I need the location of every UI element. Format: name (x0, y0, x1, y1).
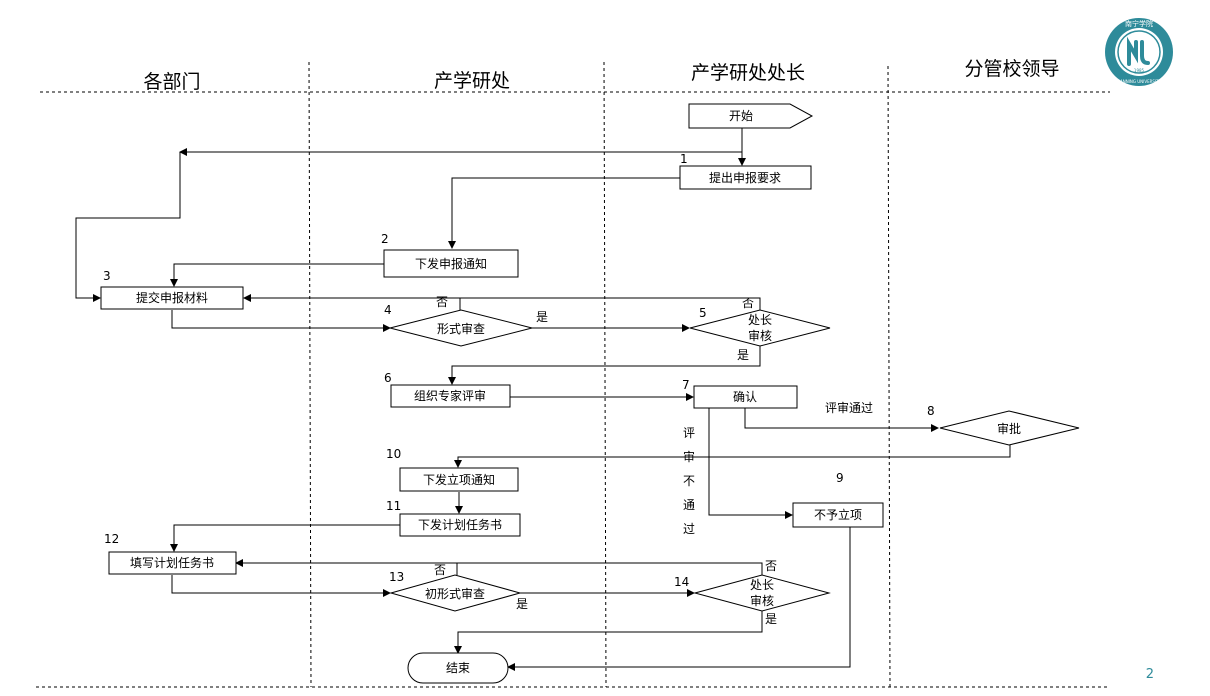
edge-label-review-failed: 过 (683, 522, 695, 536)
edge-label-yes: 是 (765, 612, 777, 626)
svg-text:审核: 审核 (748, 328, 772, 343)
step-number: 2 (381, 232, 389, 246)
svg-text:审核: 审核 (750, 593, 774, 608)
node-issue-notice: 下发申报通知 (383, 249, 519, 278)
step-number: 7 (682, 378, 690, 392)
page-number: 2 (1145, 667, 1154, 682)
edge-label-review-failed: 评 (683, 426, 695, 440)
node-approval: 审批 (939, 410, 1080, 446)
node-director-review-2: 处长 审核 (693, 574, 831, 612)
svg-text:下发立项通知: 下发立项通知 (423, 472, 495, 487)
node-submit-requirements: 提出申报要求 (679, 165, 812, 190)
svg-text:填写计划任务书: 填写计划任务书 (130, 555, 214, 570)
step-number: 10 (386, 447, 401, 461)
lane-title-school-leader: 分管校领导 (964, 58, 1059, 80)
lane-title-office-director: 产学研处处长 (691, 62, 805, 84)
lane-title-departments: 各部门 (143, 71, 200, 93)
svg-text:不予立项: 不予立项 (814, 507, 862, 522)
svg-text:下发计划任务书: 下发计划任务书 (418, 517, 502, 532)
svg-text:提出申报要求: 提出申报要求 (709, 170, 781, 185)
swimlane-grid (36, 61, 1110, 688)
edge-label-yes: 是 (737, 348, 749, 362)
node-start: 开始 (688, 103, 814, 129)
svg-text:形式审查: 形式审查 (437, 321, 485, 336)
node-formal-review: 形式审查 (389, 309, 533, 347)
edge-label-review-passed: 评审通过 (825, 400, 873, 415)
svg-text:下发申报通知: 下发申报通知 (415, 256, 487, 271)
svg-text:处长: 处长 (748, 313, 772, 327)
edge-label-no: 否 (436, 295, 448, 309)
svg-text:南宁学院: 南宁学院 (1125, 19, 1153, 28)
node-issue-task-book: 下发计划任务书 (399, 513, 521, 537)
node-end: 结束 (407, 652, 509, 684)
step-number: 5 (699, 306, 707, 320)
edge-labels: 否 是 否 是 评审通过 评 审 不 通 过 否 是 否 是 (434, 295, 873, 626)
step-number: 9 (836, 471, 844, 485)
edge-label-review-failed: 不 (683, 474, 695, 488)
node-expert-review: 组织专家评审 (390, 384, 511, 408)
step-number: 11 (386, 499, 401, 513)
svg-text:审批: 审批 (997, 421, 1021, 436)
lane-title-research-office: 产学研处 (434, 70, 510, 92)
node-fill-task-book: 填写计划任务书 (108, 551, 237, 575)
step-number: 1 (680, 152, 688, 166)
svg-text:结束: 结束 (446, 661, 470, 675)
svg-text:提交申报材料: 提交申报材料 (136, 290, 208, 305)
svg-text:开始: 开始 (729, 109, 753, 123)
step-number: 6 (384, 371, 392, 385)
svg-text:初形式审查: 初形式审查 (425, 586, 485, 601)
step-number: 3 (103, 269, 111, 283)
edge-label-no: 否 (434, 563, 446, 577)
edge-label-review-failed: 审 (683, 449, 695, 464)
edge-label-review-failed: 通 (683, 498, 695, 512)
edge-label-no: 否 (742, 296, 754, 310)
step-number: 8 (927, 404, 935, 418)
step-number: 14 (674, 575, 689, 589)
node-initial-formal-review: 初形式审查 (389, 574, 522, 612)
node-submit-materials: 提交申报材料 (100, 286, 244, 310)
node-issue-approval-notice: 下发立项通知 (399, 467, 519, 492)
connectors (75, 128, 1011, 671)
step-number: 13 (389, 570, 404, 584)
node-confirm: 确认 (693, 385, 798, 409)
edge-label-yes: 是 (536, 310, 548, 324)
edge-label-no: 否 (765, 559, 777, 573)
svg-text:1985: 1985 (1134, 68, 1145, 73)
svg-text:确认: 确认 (733, 390, 757, 404)
svg-text:NANNING UNIVERSITY: NANNING UNIVERSITY (1117, 79, 1162, 84)
svg-text:组织专家评审: 组织专家评审 (414, 388, 486, 403)
step-number: 12 (104, 532, 119, 546)
node-director-review-1: 处长 审核 (689, 309, 831, 347)
step-numbers: 1 2 3 4 5 6 7 8 9 10 11 12 13 14 (103, 152, 935, 589)
university-logo: 南宁学院 NANNING UNIVERSITY 1985 (1105, 18, 1173, 86)
svg-text:处长: 处长 (750, 578, 774, 592)
node-not-approved: 不予立项 (792, 502, 884, 528)
edge-label-yes: 是 (516, 597, 528, 611)
step-number: 4 (384, 303, 392, 317)
